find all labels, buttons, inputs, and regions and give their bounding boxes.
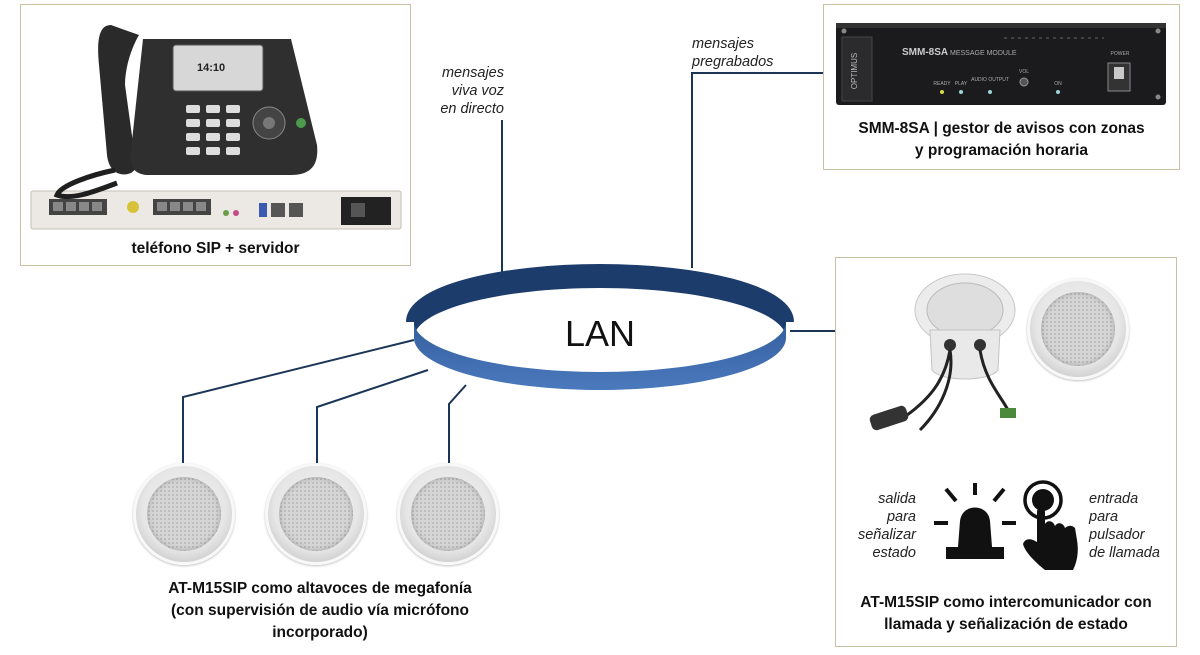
power-label: POWER <box>1111 51 1130 57</box>
message-module-caption-line2: y programación horaria <box>914 142 1089 159</box>
on-label: ON <box>1054 81 1062 87</box>
message-module-caption-line1: SMM-8SA | gestor de avisos con zonas <box>858 120 1145 137</box>
vol-label: VOL <box>1019 69 1029 75</box>
signal-output-line2: para <box>886 509 916 525</box>
button-input-line2: para <box>1089 509 1119 525</box>
megaphone-caption-line2: (con supervisión de audio vía micrófono <box>171 602 469 619</box>
intercom-caption-line1: AT-M15SIP como intercomunicador con <box>860 594 1152 611</box>
megaphone-caption: AT-M15SIP como altavoces de megafonía (c… <box>110 578 530 644</box>
lan-ring: LAN <box>406 264 794 390</box>
phone-screen-time: 14:10 <box>197 62 225 74</box>
prerecorded-line1: mensajes <box>692 36 755 52</box>
intercom-caption-line2: llamada y señalización de estado <box>884 616 1128 633</box>
signal-output-note: salida para señalizar estado <box>856 490 916 562</box>
phone-server-illustration: 14:10 <box>30 25 402 230</box>
line-message-module-to-lan <box>691 72 823 268</box>
ring-front-band <box>414 322 786 390</box>
ring-back-wall <box>414 272 786 338</box>
phone-server-box: 14:10 teléfono SIP + servidor <box>20 4 411 266</box>
message-module-illustration: OPTIMUS SMM-8SA MESSAGE MODULE READY PLA… <box>836 23 1166 105</box>
phone-screen <box>172 44 264 92</box>
ceiling-speaker-1 <box>133 463 235 565</box>
module-brand: OPTIMUS <box>850 53 859 89</box>
message-module-caption: SMM-8SA | gestor de avisos con zonas y p… <box>824 118 1179 162</box>
button-input-line4: de llamada <box>1089 545 1160 561</box>
signal-output-line3: señalizar <box>857 527 916 543</box>
module-label: MESSAGE MODULE <box>950 50 1017 57</box>
line-lan-to-speaker-1 <box>182 339 415 470</box>
signal-output-line1: salida <box>878 491 916 507</box>
live-voice-line3: en directo <box>440 101 504 117</box>
module-model: SMM-8SA <box>902 47 948 58</box>
line-lan-to-speaker-3 <box>448 384 467 470</box>
intercom-caption: AT-M15SIP como intercomunicador con llam… <box>835 592 1177 636</box>
live-voice-note: mensajes viva voz en directo <box>420 64 504 118</box>
push-button-icon <box>1023 480 1078 570</box>
ceiling-speaker-2 <box>265 463 367 565</box>
message-module-box: OPTIMUS SMM-8SA MESSAGE MODULE READY PLA… <box>823 4 1180 170</box>
megaphone-caption-line3: incorporado) <box>272 624 368 641</box>
intercom-ceiling-speaker <box>1027 278 1129 380</box>
phone-handset <box>98 25 143 175</box>
button-input-line3: pulsador <box>1089 527 1145 543</box>
server-chassis <box>30 190 402 230</box>
live-voice-line2: viva voz <box>451 83 504 99</box>
beacon-icon <box>934 483 1016 559</box>
module-chassis <box>836 23 1166 105</box>
led-audio-label: AUDIO OUTPUT <box>971 77 1009 83</box>
lan-label: LAN <box>565 313 635 354</box>
button-input-line1: entrada <box>1089 491 1139 507</box>
phone-cord <box>53 167 118 200</box>
led-play-label: PLAY <box>955 81 968 87</box>
intercom-speaker-illustration <box>869 273 1016 432</box>
phone-server-caption: teléfono SIP + servidor <box>131 240 300 257</box>
ceiling-speaker-3 <box>397 463 499 565</box>
live-voice-line1: mensajes <box>441 65 504 81</box>
prerecorded-line2: pregrabados <box>692 54 774 70</box>
button-input-note: entrada para pulsador de llamada <box>1089 490 1169 562</box>
prerecorded-note: mensajes pregrabados <box>692 35 802 71</box>
line-lan-to-speaker-2 <box>316 369 429 470</box>
led-ready-label: READY <box>933 81 951 87</box>
signal-output-line4: estado <box>872 545 916 561</box>
megaphone-caption-line1: AT-M15SIP como altavoces de megafonía <box>168 580 472 597</box>
